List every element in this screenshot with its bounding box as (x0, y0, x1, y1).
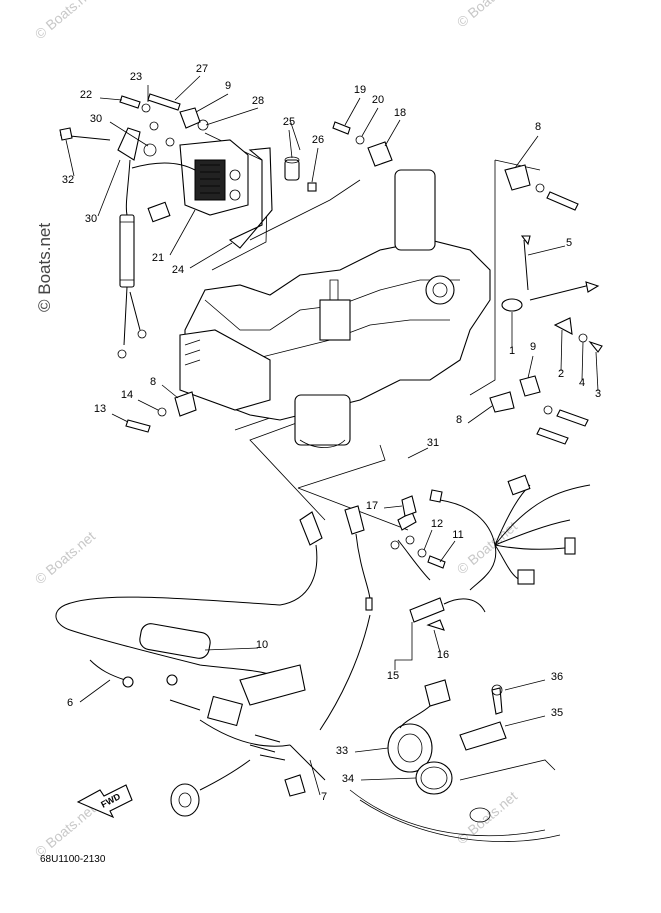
callout-9: 9 (225, 80, 231, 92)
engine-block (179, 169, 491, 448)
callout-2: 2 (558, 368, 564, 380)
callout-28: 28 (252, 95, 264, 107)
fwd-arrow-icon: FWD (76, 784, 133, 819)
callout-35: 35 (551, 707, 563, 719)
callout-23: 23 (130, 71, 142, 83)
callout-22: 22 (80, 89, 92, 101)
watermark-side: © Boats.net (35, 223, 54, 312)
left-side-parts (125, 391, 197, 433)
callout-16: 16 (437, 649, 449, 661)
callout-3: 3 (595, 388, 601, 400)
callout-18: 18 (394, 107, 406, 119)
callout-7: 7 (321, 791, 327, 803)
callout-6: 6 (67, 697, 73, 709)
callout-33: 33 (336, 745, 348, 757)
callout-numbers: 1234567888991011121314151617181920212223… (62, 63, 601, 803)
callout-8: 8 (150, 376, 156, 388)
callout-15: 15 (387, 670, 399, 682)
callout-17: 17 (366, 500, 378, 512)
callout-19: 19 (354, 84, 366, 96)
callout-25: 25 (283, 116, 295, 128)
callout-26: 26 (312, 134, 324, 146)
callout-1: 1 (509, 345, 515, 357)
cdi-unit (147, 139, 273, 249)
watermark-top-right: © Boats.net (454, 0, 521, 30)
ignition-coil (59, 127, 196, 359)
callout-12: 12 (431, 518, 443, 530)
callout-30: 30 (90, 113, 102, 125)
callout-9: 9 (530, 341, 536, 353)
bottom-right-parts (349, 679, 561, 842)
callout-24: 24 (172, 264, 184, 276)
leader-lines (65, 75, 599, 796)
wire-harness-right (390, 474, 591, 631)
callout-8: 8 (535, 121, 541, 133)
callout-30: 30 (85, 213, 97, 225)
callout-4: 4 (579, 377, 585, 389)
watermark-bottom-left: © Boats.net (32, 801, 99, 860)
right-side-parts (489, 164, 603, 445)
callout-27: 27 (196, 63, 208, 75)
callout-10: 10 (256, 639, 268, 651)
top-center-fasteners (284, 121, 393, 192)
callout-20: 20 (372, 94, 384, 106)
drawing-code: 68U1100-2130 (40, 854, 106, 865)
callout-31: 31 (427, 437, 439, 449)
callout-14: 14 (121, 389, 133, 401)
callout-21: 21 (152, 252, 164, 264)
callout-36: 36 (551, 671, 563, 683)
callout-34: 34 (342, 773, 354, 785)
watermark-top-left: © Boats.net (32, 0, 99, 42)
callout-13: 13 (94, 403, 106, 415)
callout-32: 32 (62, 174, 74, 186)
callout-11: 11 (452, 529, 463, 541)
lower-harness (55, 505, 373, 817)
callout-8: 8 (456, 414, 462, 426)
top-left-fasteners (119, 93, 209, 157)
callout-5: 5 (566, 237, 572, 249)
watermark-mid-left: © Boats.net (32, 528, 99, 587)
